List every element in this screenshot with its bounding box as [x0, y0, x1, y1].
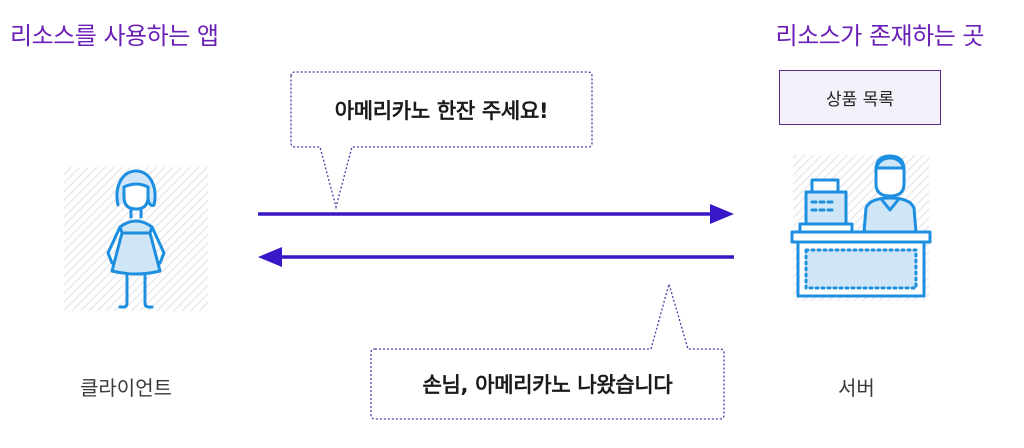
response-bubble-shape: [370, 281, 725, 420]
request-bubble-shape: [290, 71, 593, 210]
response-arrowhead: [258, 247, 282, 267]
cashier-counter-icon: [790, 154, 932, 298]
client-label: 클라이언트: [80, 376, 172, 400]
client-heading: 리소스를 사용하는 앱: [10, 22, 219, 50]
response-bubble-text: 손님, 아메리카노 나왔습니다: [422, 373, 673, 397]
server-label: 서버: [838, 376, 875, 400]
request-arrowhead: [710, 204, 734, 224]
woman-icon: [106, 169, 166, 309]
product-list-box: 상품 목록: [779, 70, 941, 125]
server-heading: 리소스가 존재하는 곳: [775, 22, 985, 50]
request-bubble-text: 아메리카노 한잔 주세요!: [334, 98, 549, 123]
